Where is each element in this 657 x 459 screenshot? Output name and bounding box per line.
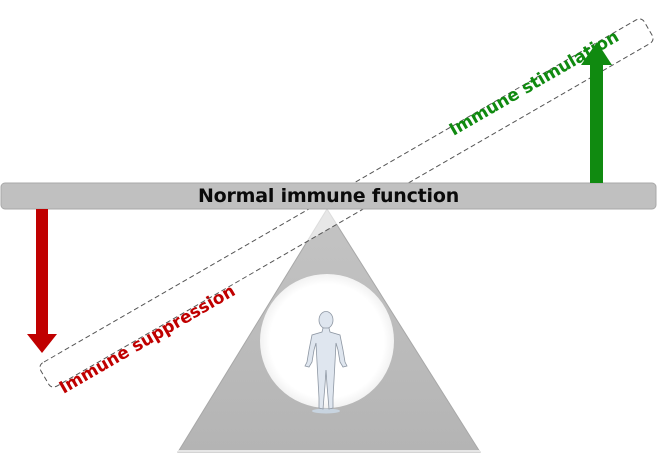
human-body-icon (304, 311, 348, 414)
arrow-down-icon (27, 209, 57, 353)
beam-label: Normal immune function (197, 185, 460, 207)
balance-beam (0, 182, 657, 210)
arrow-up-icon (581, 42, 612, 183)
